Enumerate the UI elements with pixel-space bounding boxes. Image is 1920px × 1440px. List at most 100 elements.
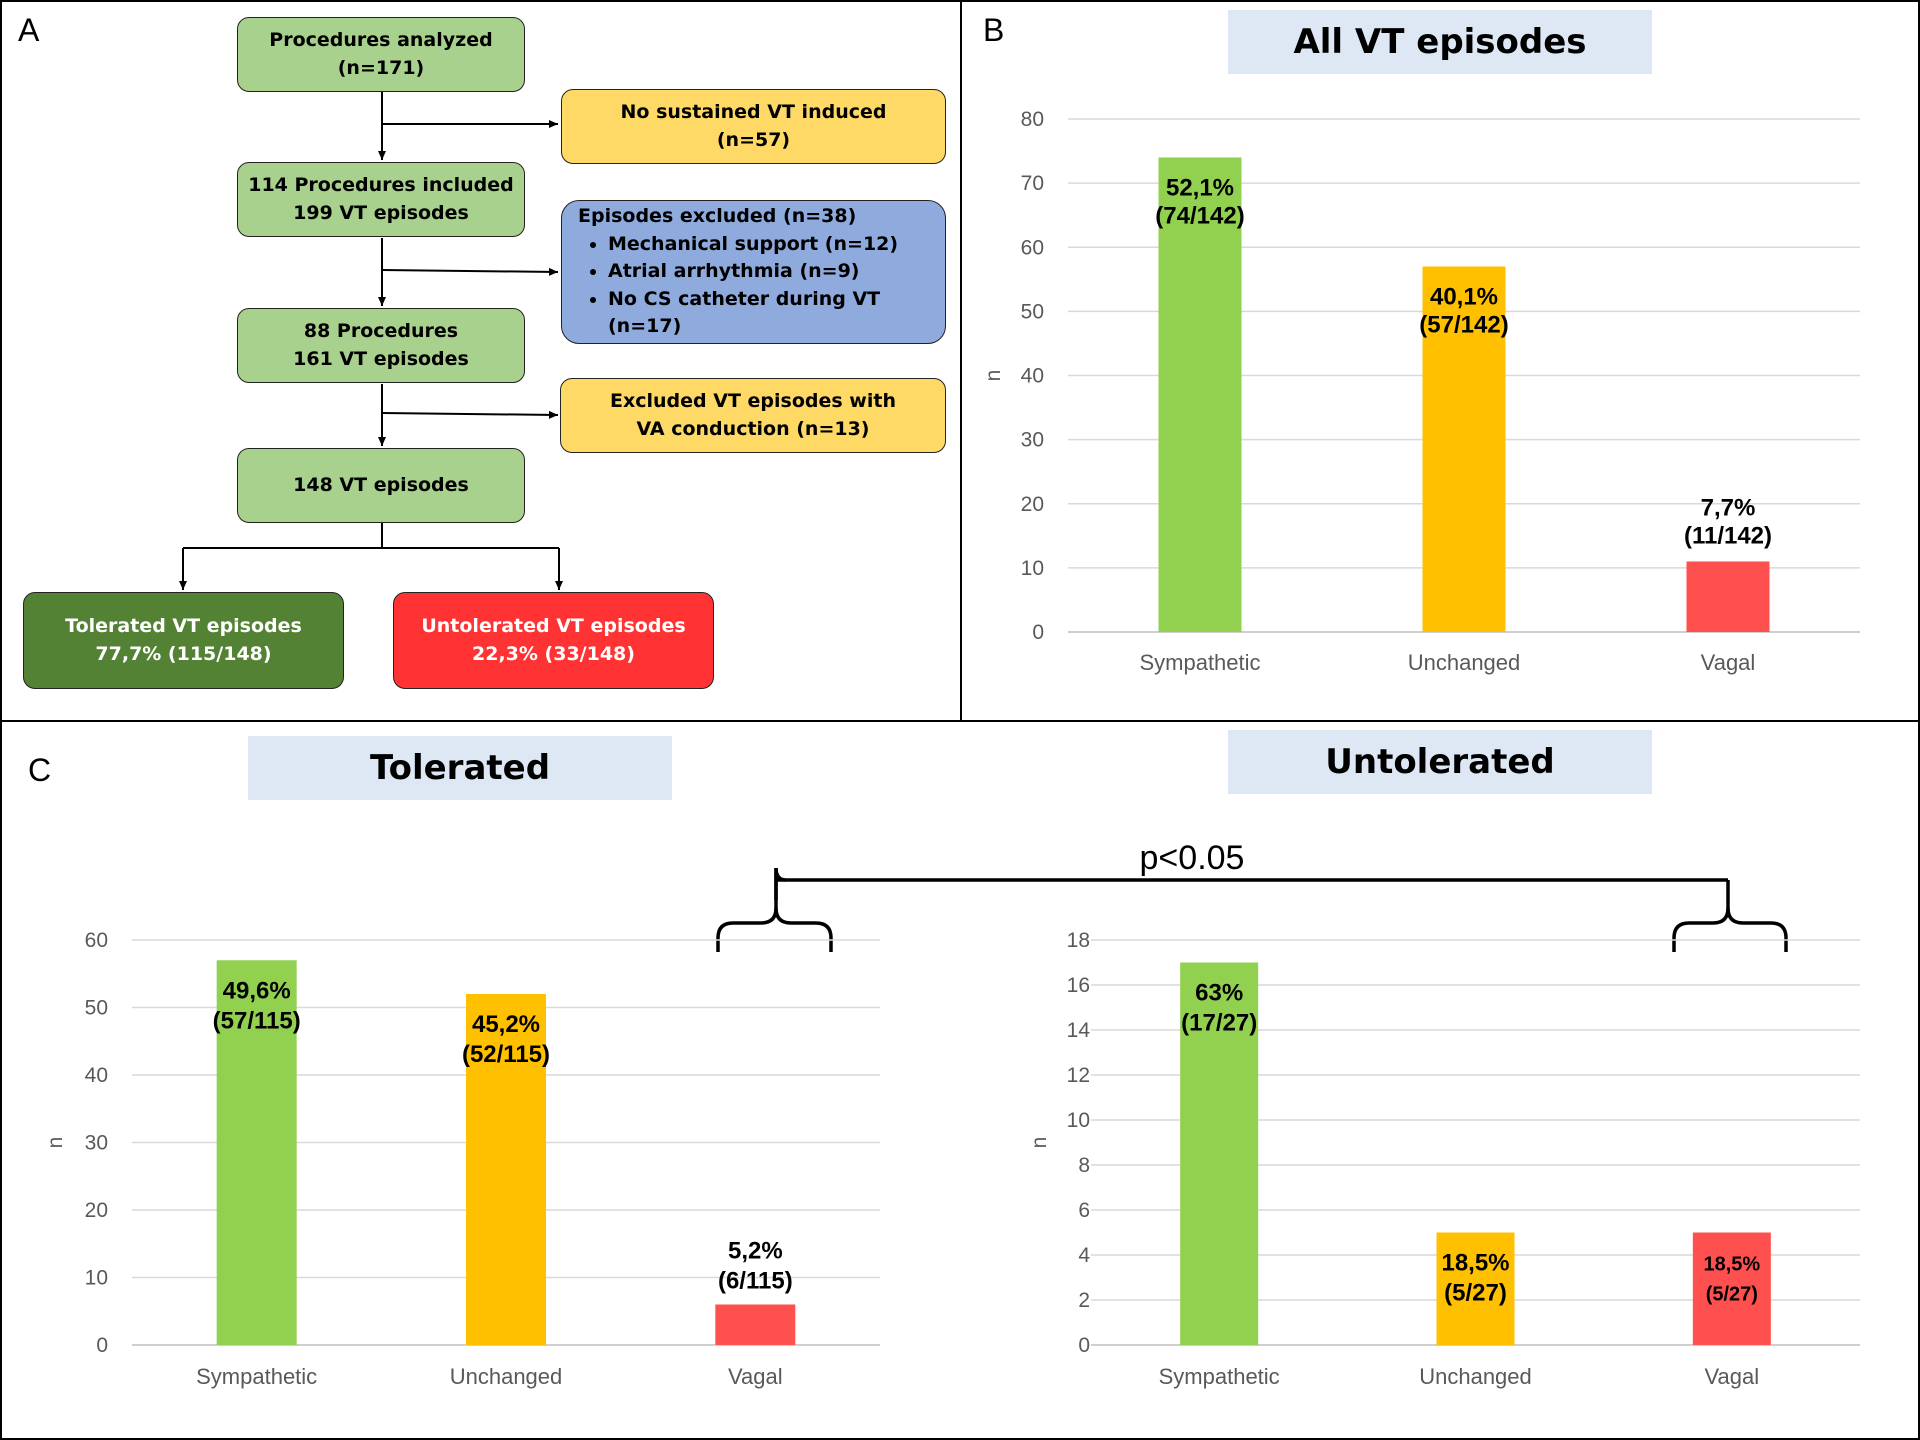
data-label: (57/142) bbox=[1419, 311, 1508, 338]
data-label: 5,2% bbox=[728, 1238, 783, 1265]
category-label: Sympathetic bbox=[196, 1364, 317, 1389]
category-label: Vagal bbox=[1701, 650, 1756, 675]
panel-c-frame bbox=[0, 720, 1920, 1440]
data-label: 45,2% bbox=[472, 1011, 540, 1038]
data-label: (57/115) bbox=[213, 1007, 301, 1034]
y-tick-label: 0 bbox=[1078, 1334, 1090, 1357]
data-label: (5/27) bbox=[1444, 1280, 1507, 1307]
box-episodes-excluded-title: Episodes excluded (n=38) bbox=[578, 205, 857, 228]
chart-title-untolerated: Untolerated bbox=[1228, 730, 1652, 794]
box-88-procedures-line2: 161 VT episodes bbox=[293, 347, 469, 370]
data-label: 18,5% bbox=[1441, 1250, 1509, 1277]
panel-a-letter: A bbox=[18, 12, 40, 48]
y-tick-label: 2 bbox=[1078, 1289, 1090, 1312]
p-value-label: p<0.05 bbox=[1140, 839, 1245, 877]
y-tick-label: 6 bbox=[1078, 1199, 1090, 1222]
box-no-vt-induced: No sustained VT induced (n=57) bbox=[561, 89, 946, 164]
chart-title-tolerated: Tolerated bbox=[248, 736, 672, 800]
box-procedures-included-line2: 199 VT episodes bbox=[293, 201, 469, 224]
box-untolerated-vt-line1: Untolerated VT episodes bbox=[421, 614, 686, 637]
data-label: (52/115) bbox=[462, 1041, 550, 1068]
box-procedures-analyzed-line1: Procedures analyzed bbox=[269, 28, 493, 51]
data-label: (5/27) bbox=[1706, 1284, 1758, 1306]
y-tick-label: 14 bbox=[1067, 1019, 1091, 1042]
bar-sympathetic bbox=[1180, 962, 1259, 1345]
category-label: Unchanged bbox=[1419, 1364, 1532, 1389]
box-148-vt-episodes: 148 VT episodes bbox=[237, 448, 525, 523]
box-tolerated-vt-line1: Tolerated VT episodes bbox=[65, 614, 302, 637]
flowchart-arrows bbox=[179, 92, 563, 590]
bar-vagal bbox=[1686, 561, 1770, 632]
bar-sympathetic bbox=[1158, 157, 1242, 632]
chart-title-all: All VT episodes bbox=[1228, 10, 1652, 74]
data-label: (74/142) bbox=[1155, 202, 1244, 229]
bar-unchanged bbox=[1422, 266, 1506, 632]
category-label: Sympathetic bbox=[1139, 650, 1260, 675]
box-untolerated-vt-line2: 22,3% (33/148) bbox=[472, 642, 635, 665]
y-tick-label: 0 bbox=[1032, 621, 1044, 644]
data-label: 52,1% bbox=[1166, 174, 1234, 201]
box-procedures-included: 114 Procedures included 199 VT episodes bbox=[237, 162, 525, 237]
y-tick-label: 80 bbox=[1021, 108, 1044, 131]
y-tick-label: 60 bbox=[1021, 236, 1044, 259]
y-tick-label: 20 bbox=[85, 1199, 108, 1222]
y-tick-label: 40 bbox=[1021, 365, 1044, 388]
y-tick-label: 4 bbox=[1078, 1244, 1090, 1267]
box-procedures-analyzed: Procedures analyzed (n=171) bbox=[237, 17, 525, 92]
y-tick-label: 16 bbox=[1067, 974, 1090, 997]
y-tick-label: 20 bbox=[1021, 493, 1044, 516]
y-tick-label: 10 bbox=[85, 1267, 108, 1290]
box-no-vt-induced-line1: No sustained VT induced bbox=[620, 100, 887, 123]
bar-vagal bbox=[1692, 1232, 1771, 1345]
data-label: (17/27) bbox=[1181, 1010, 1257, 1037]
y-tick-label: 18 bbox=[1067, 929, 1090, 952]
y-tick-label: 50 bbox=[1021, 300, 1044, 323]
y-axis-label: n bbox=[44, 1137, 67, 1149]
y-tick-label: 30 bbox=[85, 1132, 108, 1155]
category-label: Unchanged bbox=[1408, 650, 1521, 675]
panel-b-letter: B bbox=[983, 12, 1005, 48]
excluded-item: No CS catheter during VT (n=17) bbox=[608, 286, 945, 341]
category-label: Unchanged bbox=[450, 1364, 563, 1389]
y-axis-label: n bbox=[982, 370, 1005, 382]
y-tick-label: 60 bbox=[85, 929, 108, 952]
box-va-conduction-line1: Excluded VT episodes with bbox=[610, 389, 896, 412]
box-tolerated-vt-line2: 77,7% (115/148) bbox=[95, 642, 272, 665]
y-tick-label: 10 bbox=[1021, 557, 1044, 580]
data-label: 49,6% bbox=[223, 977, 291, 1004]
y-tick-label: 12 bbox=[1067, 1064, 1090, 1087]
y-tick-label: 0 bbox=[96, 1334, 108, 1357]
data-label: (11/142) bbox=[1684, 522, 1772, 549]
excluded-list: Mechanical support (n=12) Atrial arrhyth… bbox=[578, 231, 945, 341]
box-148-vt-episodes-line1: 148 VT episodes bbox=[293, 473, 469, 496]
box-procedures-included-line1: 114 Procedures included bbox=[248, 173, 514, 196]
box-procedures-analyzed-line2: (n=171) bbox=[337, 56, 425, 79]
y-tick-label: 70 bbox=[1021, 172, 1044, 195]
data-label: (6/115) bbox=[718, 1268, 793, 1295]
box-episodes-excluded: Episodes excluded (n=38) Mechanical supp… bbox=[561, 200, 946, 344]
box-88-procedures: 88 Procedures 161 VT episodes bbox=[237, 308, 525, 383]
excluded-item: Mechanical support (n=12) bbox=[608, 231, 945, 259]
bar-unchanged bbox=[1436, 1232, 1515, 1345]
bar-vagal bbox=[715, 1304, 796, 1345]
y-tick-label: 40 bbox=[85, 1064, 108, 1087]
y-tick-label: 30 bbox=[1021, 429, 1044, 452]
box-va-conduction-line2: VA conduction (n=13) bbox=[636, 417, 870, 440]
bar-unchanged bbox=[466, 994, 546, 1345]
y-axis-label: n bbox=[1028, 1137, 1051, 1149]
box-tolerated-vt: Tolerated VT episodes 77,7% (115/148) bbox=[23, 592, 344, 689]
y-tick-label: 50 bbox=[85, 997, 108, 1020]
data-label: 63% bbox=[1195, 980, 1243, 1007]
category-label: Vagal bbox=[1705, 1364, 1760, 1389]
excluded-item: Atrial arrhythmia (n=9) bbox=[608, 258, 945, 286]
data-label: 7,7% bbox=[1701, 494, 1756, 521]
y-tick-label: 8 bbox=[1078, 1154, 1090, 1177]
y-tick-label: 10 bbox=[1067, 1109, 1090, 1132]
box-88-procedures-line1: 88 Procedures bbox=[303, 319, 459, 342]
data-label: 18,5% bbox=[1703, 1254, 1760, 1276]
box-va-conduction: Excluded VT episodes with VA conduction … bbox=[560, 378, 946, 453]
